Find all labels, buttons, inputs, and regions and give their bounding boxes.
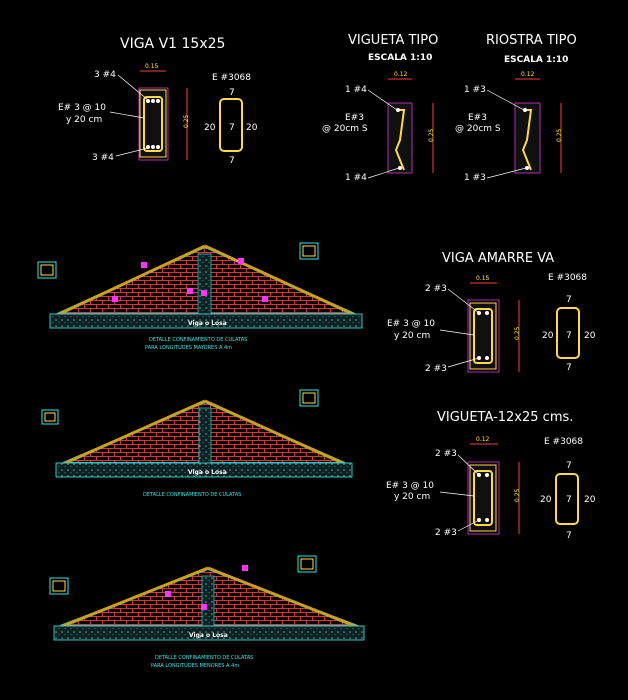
viga-amarre-stirrup-1: E# 3 @ 10 — [387, 319, 435, 329]
gable-2-base-beam — [55, 462, 353, 478]
vigueta-12x25-stirrup-dim-left: 20 — [540, 495, 552, 505]
viga-amarre-stirrup-dim-center: 7 — [566, 331, 572, 341]
gable-detail-1: Viga o Losa DETALLE CONFINAMIENTO DE CUL… — [37, 242, 363, 351]
riostra-tipo-dim-height: 0.25 — [556, 128, 563, 142]
gable-3-caption-2: PARA LONGITUDES MENORES A 4m — [151, 663, 239, 669]
gable-1-caption-1: DETALLE CONFINAMIENTO DE CULATAS — [149, 337, 247, 343]
viga-v1-stirrup-dim-right: 20 — [246, 123, 258, 133]
vigueta-12x25-dim-height: 0.25 — [514, 488, 521, 502]
vigueta-12x25-stirrup-dim-bottom: 7 — [566, 531, 572, 541]
viga-v1-stirrup-2: y 20 cm — [66, 115, 102, 125]
viga-amarre-stirrup-dim-top: 7 — [566, 295, 572, 305]
viga-v1-stirrup-dim-left: 20 — [204, 123, 216, 133]
vigueta-12x25-stirrup-dim-top: 7 — [566, 461, 572, 471]
viga-v1-stirrup-dim-top: 7 — [229, 88, 235, 98]
viga-amarre-section: VIGA AMARRE VA 0.15 0.25 2 #3 E# 3 @ 10 … — [387, 251, 596, 374]
riostra-tipo-stirrup — [521, 109, 533, 171]
viga-v1-bottom-bars: 3 #4 — [92, 153, 114, 163]
gable-detail-2: Viga o Losa DETALLE CONFINAMIENTO DE CUL… — [41, 389, 353, 498]
gable-2-base-label: Viga o Losa — [188, 469, 227, 476]
viga-amarre-stirrup-label: E #3068 — [548, 273, 587, 283]
riostra-tipo-scale: ESCALA 1:10 — [504, 55, 568, 65]
vigueta-tipo-stirrup-2: @ 20cm S — [322, 124, 368, 134]
vigueta-12x25-stirrup — [473, 470, 493, 526]
viga-amarre-stirrup-dim-left: 20 — [542, 331, 554, 341]
gable-3-caption-1: DETALLE CONFINAMIENTO DE CULATAS — [155, 655, 253, 661]
riostra-tipo-section: RIOSTRA TIPO ESCALA 1:10 0.12 0.25 1 #3 … — [455, 33, 577, 183]
vigueta-12x25-stirrup-dim-center: 7 — [566, 495, 572, 505]
gable-3-column — [201, 575, 215, 629]
riostra-tipo-top-bar: 1 #3 — [464, 85, 486, 95]
viga-v1-stirrup-label: E #3068 — [212, 73, 251, 83]
viga-amarre-title: VIGA AMARRE VA — [442, 251, 554, 266]
viga-amarre-stirrup-dim-right: 20 — [584, 331, 596, 341]
viga-amarre-bottom-bars: 2 #3 — [425, 364, 447, 374]
vigueta-tipo-dim-width: 0.12 — [394, 71, 408, 78]
vigueta-12x25-top-bars: 2 #3 — [435, 449, 457, 459]
viga-amarre-stirrup — [473, 308, 493, 364]
viga-v1-stirrup-dim-bottom: 7 — [229, 156, 235, 166]
vigueta-tipo-stirrup-1: E#3 — [345, 113, 364, 123]
gable-3-base-label: Viga o Losa — [189, 632, 228, 639]
vigueta-12x25-section: VIGUETA-12x25 cms. 0.12 0.25 2 #3 E# 3 @… — [386, 410, 596, 541]
vigueta-12x25-stirrup-detail — [555, 473, 579, 525]
vigueta-tipo-dim-height: 0.25 — [428, 128, 435, 142]
gable-2-caption-1: DETALLE CONFINAMIENTO DE CULATAS — [143, 492, 241, 498]
vigueta-tipo-top-bar: 1 #4 — [345, 85, 367, 95]
gable-1-column — [197, 253, 212, 317]
vigueta-tipo-stirrup — [394, 109, 406, 171]
riostra-tipo-stirrup-2: @ 20cm S — [455, 124, 501, 134]
vigueta-tipo-title: VIGUETA TIPO — [348, 33, 438, 48]
vigueta-12x25-stirrup-2: y 20 cm — [394, 492, 430, 502]
viga-v1-stirrup — [143, 96, 163, 152]
viga-v1-top-bars: 3 #4 — [94, 70, 116, 80]
viga-amarre-dim-height: 0.25 — [514, 326, 521, 340]
viga-amarre-stirrup-dim-bottom: 7 — [566, 363, 572, 373]
viga-v1-stirrup-1: E# 3 @ 10 — [58, 103, 106, 113]
gable-3-base-beam — [53, 625, 365, 641]
gable-detail-3: Viga o Losa DETALLE CONFINAMIENTO DE CUL… — [49, 555, 365, 669]
viga-v1-dim-height: 0.25 — [183, 114, 190, 128]
viga-v1-section: VIGA V1 15x25 0.15 0.25 3 #4 E# 3 @ 10 y… — [58, 36, 258, 166]
vigueta-12x25-stirrup-1: E# 3 @ 10 — [386, 481, 434, 491]
viga-amarre-dim-width: 0.15 — [476, 275, 490, 282]
riostra-tipo-title: RIOSTRA TIPO — [486, 33, 577, 48]
viga-v1-dim-width: 0.15 — [145, 63, 159, 70]
gable-2-column — [198, 407, 212, 467]
viga-v1-stirrup-dim-center: 7 — [229, 123, 235, 133]
vigueta-12x25-stirrup-label: E #3068 — [544, 437, 583, 447]
viga-v1-title: VIGA V1 15x25 — [120, 36, 225, 52]
gable-1-base-label: Viga o Losa — [188, 320, 227, 327]
riostra-tipo-dim-width: 0.12 — [521, 71, 535, 78]
vigueta-12x25-title: VIGUETA-12x25 cms. — [437, 410, 573, 425]
vigueta-12x25-dim-width: 0.12 — [476, 436, 490, 443]
viga-amarre-top-bars: 2 #3 — [425, 284, 447, 294]
viga-amarre-stirrup-2: y 20 cm — [394, 331, 430, 341]
vigueta-tipo-section: VIGUETA TIPO ESCALA 1:10 0.12 0.25 1 #4 … — [322, 33, 438, 183]
riostra-tipo-bottom-bar: 1 #3 — [464, 173, 486, 183]
vigueta-tipo-bottom-bar: 1 #4 — [345, 173, 367, 183]
vigueta-12x25-stirrup-dim-right: 20 — [584, 495, 596, 505]
viga-amarre-stirrup-detail — [556, 307, 580, 359]
gable-1-caption-2: PARA LONGITUDES MAYORES A 4m — [145, 345, 232, 351]
vigueta-12x25-bottom-bars: 2 #3 — [435, 528, 457, 538]
gable-1-base-beam — [49, 313, 363, 329]
viga-v1-stirrup-detail — [219, 98, 243, 152]
riostra-tipo-stirrup-1: E#3 — [468, 113, 487, 123]
vigueta-tipo-scale: ESCALA 1:10 — [368, 53, 432, 63]
